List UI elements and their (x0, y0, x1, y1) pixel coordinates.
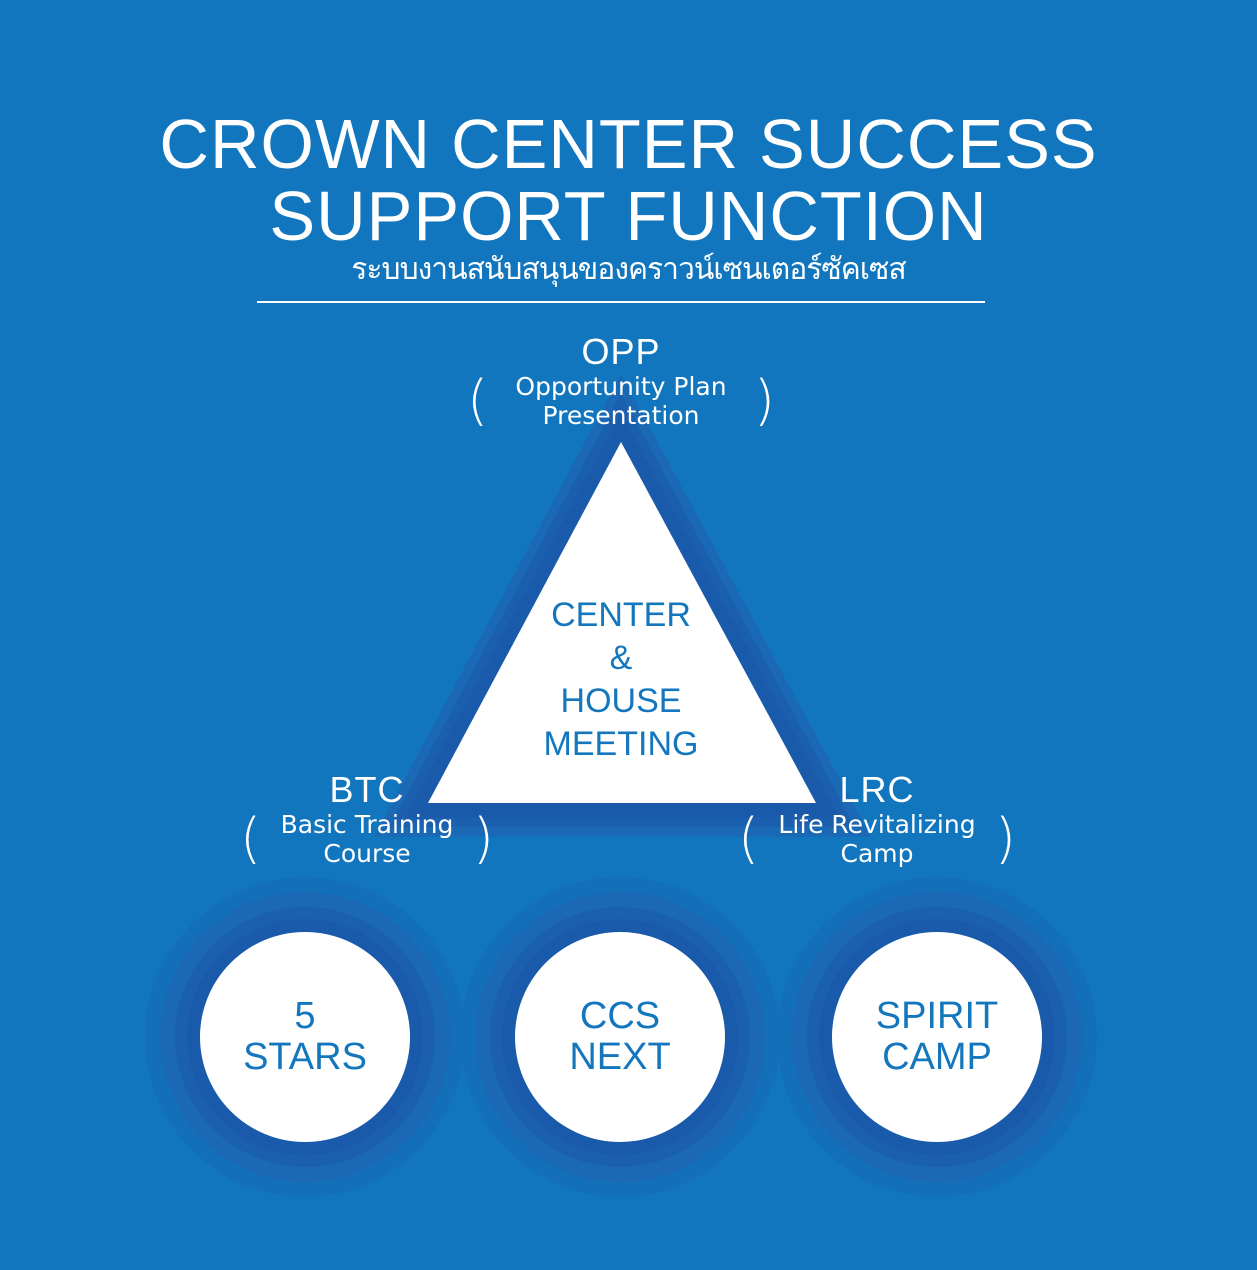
title-line-2: SUPPORT FUNCTION (269, 177, 988, 255)
circle-label-line2: NEXT (569, 1036, 671, 1078)
circle-label-spirit-camp: SPIRIT CAMP (832, 996, 1042, 1078)
circle-label-line2: CAMP (882, 1036, 992, 1078)
circles-group (145, 877, 1097, 1197)
center-triangle (428, 442, 816, 803)
circle-label-line1: CCS (579, 995, 661, 1037)
node-btc-desc-line2: Course (323, 839, 411, 868)
node-opp-desc-line2: Presentation (542, 401, 700, 430)
open-paren: ( (738, 807, 760, 870)
center-line-2: & (609, 639, 633, 677)
triangle-center-label: CENTER & HOUSE MEETING (471, 594, 771, 766)
node-btc-desc-line1: Basic Training (280, 810, 454, 839)
node-opp-desc-line1: Opportunity Plan (515, 372, 727, 401)
circle-label-line2: STARS (243, 1036, 367, 1078)
node-lrc-desc: ( Life Revitalizing Camp ) (738, 810, 1016, 868)
circle-5-stars (200, 932, 410, 1142)
thai-subtitle: ระบบงานสนับสนุนของคราวน์เซนเตอร์ซัคเซส (351, 252, 906, 287)
node-opp: OPP ( Opportunity Plan Presentation ) (467, 331, 775, 431)
open-paren: ( (240, 807, 262, 870)
node-opp-abbr: OPP (581, 331, 661, 372)
circle-label-line1: SPIRIT (875, 995, 999, 1037)
open-paren: ( (467, 369, 489, 432)
node-btc: BTC ( Basic Training Course ) (240, 769, 494, 869)
close-paren: ) (472, 807, 494, 870)
close-paren: ) (994, 807, 1016, 870)
circle-label-line1: 5 (294, 995, 316, 1037)
circle-ccs-next (515, 932, 725, 1142)
node-btc-abbr: BTC (329, 769, 405, 810)
title-divider (257, 301, 985, 303)
node-lrc-desc-line1: Life Revitalizing (778, 810, 976, 839)
center-line-3: HOUSE (560, 682, 682, 720)
circle-label-5-stars: 5 STARS (200, 996, 410, 1078)
node-opp-desc: ( Opportunity Plan Presentation ) (467, 372, 775, 430)
close-paren: ) (753, 369, 775, 432)
title-line-1: CROWN CENTER SUCCESS (159, 105, 1098, 183)
circle-spirit-camp (832, 932, 1042, 1142)
node-lrc: LRC ( Life Revitalizing Camp ) (738, 769, 1016, 869)
node-btc-desc: ( Basic Training Course ) (240, 810, 494, 868)
center-line-4: MEETING (543, 725, 699, 763)
node-lrc-abbr: LRC (839, 769, 915, 810)
center-line-1: CENTER (551, 596, 691, 634)
triangle-group (373, 374, 871, 837)
circle-label-ccs-next: CCS NEXT (515, 996, 725, 1078)
node-lrc-desc-line2: Camp (840, 839, 914, 868)
